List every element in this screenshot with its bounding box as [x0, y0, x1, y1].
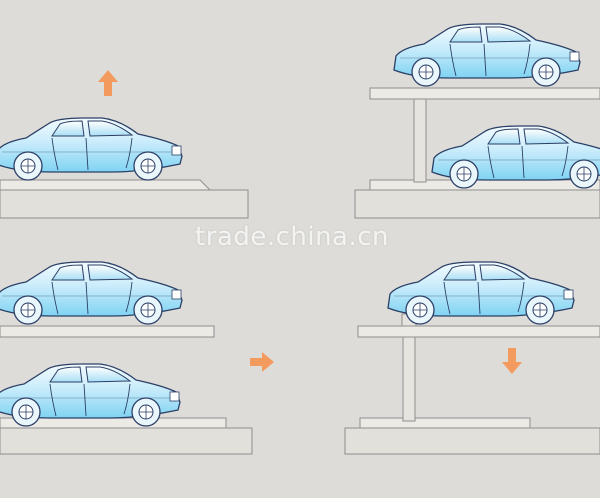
ground-platform — [354, 189, 600, 219]
car — [387, 261, 575, 325]
ground-platform — [0, 427, 253, 455]
car — [431, 125, 600, 189]
lift-post — [402, 336, 416, 422]
car — [0, 363, 181, 427]
car — [0, 261, 183, 325]
ground-platform — [344, 427, 600, 455]
upper-pallet — [369, 87, 600, 100]
panel-bottom-right — [344, 261, 600, 455]
down-arrow-icon — [502, 348, 522, 374]
panel-top-right — [354, 23, 600, 219]
car — [393, 23, 581, 87]
ramp-plate — [0, 179, 212, 191]
right-arrow-icon — [250, 352, 274, 372]
watermark-text: trade.china.cn — [195, 222, 390, 252]
lower-pallet — [369, 179, 600, 191]
ground-platform — [0, 189, 249, 219]
up-arrow-icon — [98, 70, 118, 96]
lift-post — [413, 97, 427, 183]
panel-top-left — [0, 70, 249, 219]
car — [0, 117, 183, 181]
upper-pallet — [0, 325, 215, 338]
panel-bottom-left — [0, 261, 274, 455]
ground-pallet — [359, 417, 531, 429]
upper-pallet — [357, 325, 600, 338]
